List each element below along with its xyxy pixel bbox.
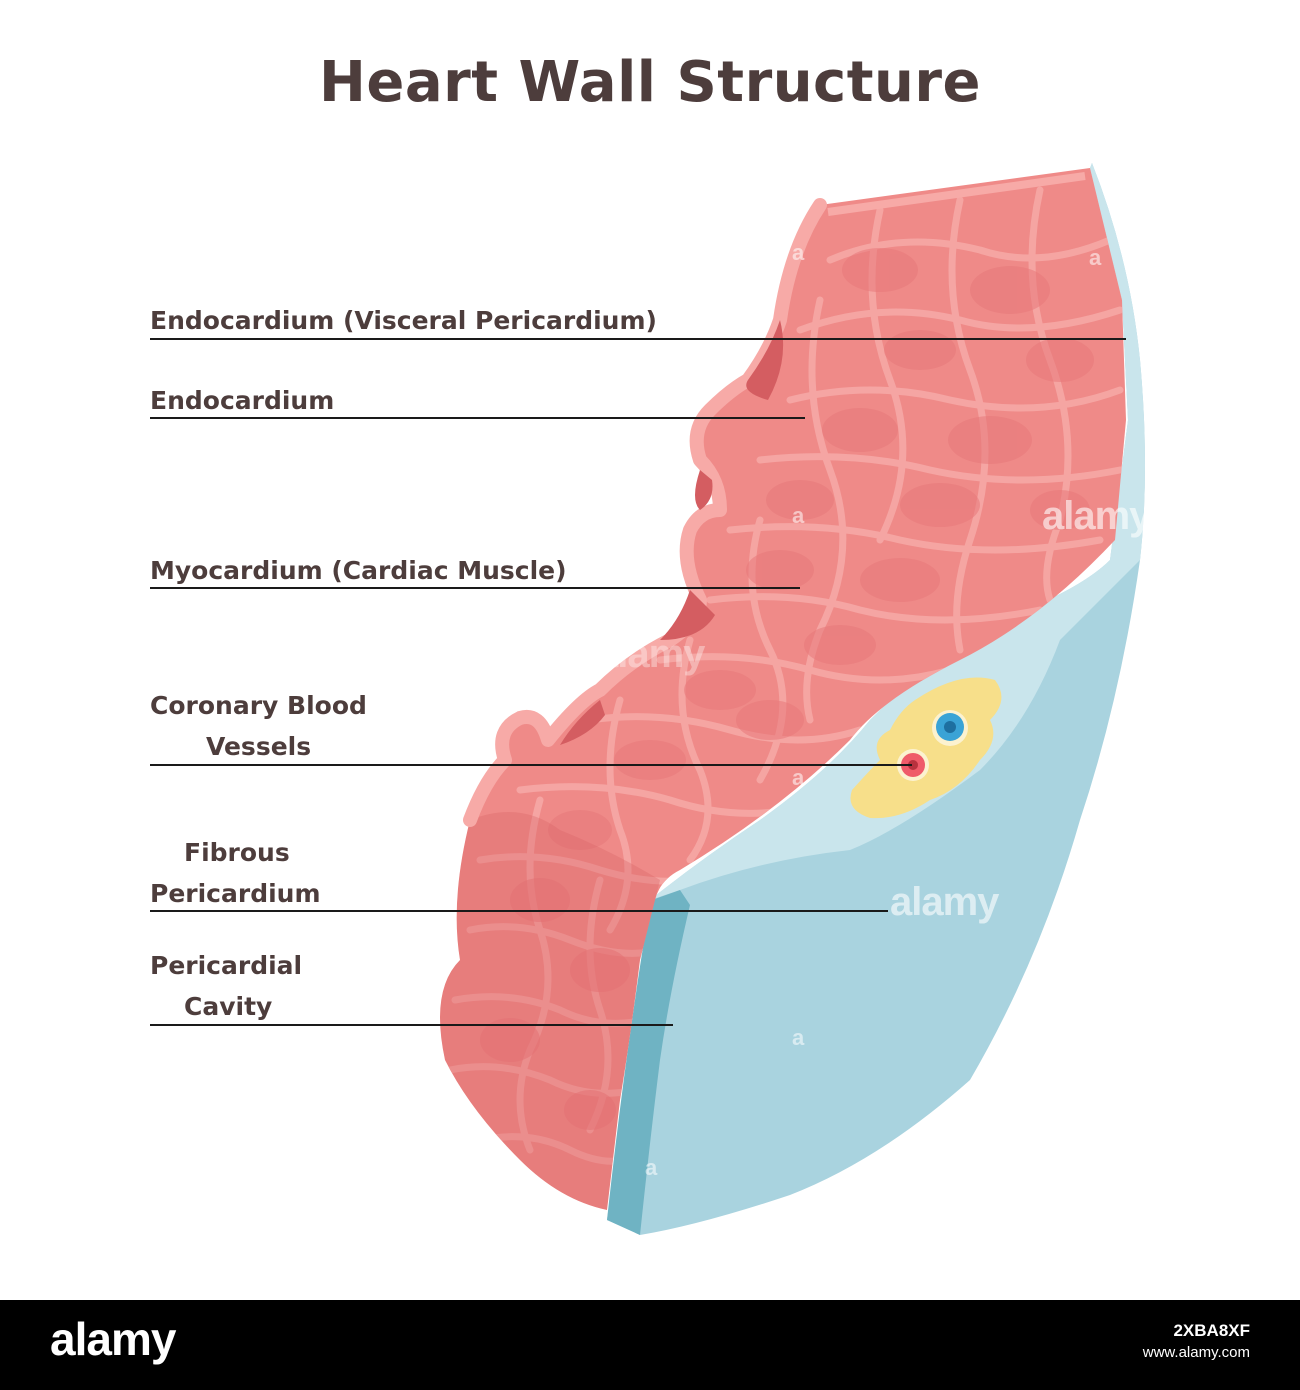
leader-lines [150,338,1126,1026]
fibrous-pericardium-layer [607,163,1145,1235]
watermark-mark: a [1089,245,1102,270]
site-url: www.alamy.com [1142,1344,1250,1361]
watermark-mark: a [792,240,805,265]
pericardium-edge [607,890,690,1235]
alamy-logo: alamy [50,1313,176,1365]
label-coronary-vessels: Coronary Blood Vessels [150,691,367,761]
coronary-blood-vessels [850,677,1002,819]
watermark-logo: alamy [1042,494,1151,538]
label-endocardium-visceral: Endocardium (Visceral Pericardium) [150,306,657,335]
watermark-logo: alamy [596,632,705,676]
pericardial-cavity-layer [650,163,1145,900]
watermark-mark: a [792,503,805,528]
image-info: 2XBA8XF www.alamy.com [1143,1320,1250,1364]
label-pericardial-cavity: Pericardial Cavity [150,951,303,1021]
heart-wall-illustration [150,163,1145,1235]
watermark-mark: a [645,1155,658,1180]
watermark-logo: alamy [890,880,999,924]
watermark-mark: a [792,1025,805,1050]
footer-bar: alamy 2XBA8XF www.alamy.com [0,1300,1300,1390]
page-title: Heart Wall Structure [319,50,981,115]
label-fibrous-pericardium: Fibrous Pericardium [150,838,321,908]
endocardium-lining [463,198,827,827]
label-endocardium: Endocardium [150,386,335,415]
label-myocardium: Myocardium (Cardiac Muscle) [150,556,567,585]
watermark-mark: a [792,765,805,790]
image-id: 2XBA8XF [1173,1321,1250,1340]
